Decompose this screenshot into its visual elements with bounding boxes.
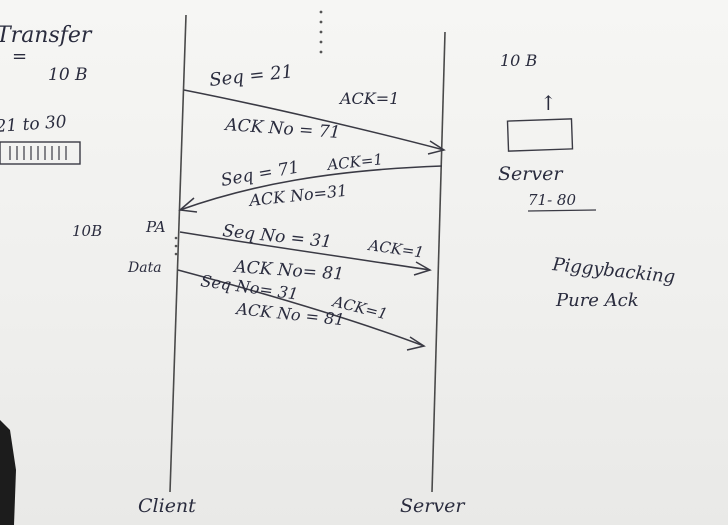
message-arrow-3 bbox=[179, 231, 431, 271]
presenter-shadow bbox=[0, 420, 16, 525]
pa-note: PA bbox=[145, 218, 166, 236]
server-timeline bbox=[431, 31, 446, 493]
server-range: 71- 80 bbox=[528, 191, 576, 209]
client-dots bbox=[174, 236, 178, 256]
pure-ack-note: Pure Ack bbox=[555, 290, 639, 311]
server-buffer-box bbox=[506, 118, 574, 152]
transfer-size: 10 B bbox=[48, 65, 88, 85]
msg2-ack-no: ACK No=31 bbox=[246, 181, 348, 210]
client-label: Client bbox=[138, 495, 196, 517]
message-arrow-2 bbox=[179, 165, 443, 211]
client-range: 21 to 30 bbox=[0, 112, 67, 137]
arrowhead-4 bbox=[406, 336, 426, 351]
continuation-dots bbox=[319, 10, 323, 54]
client-10b-note: 10B bbox=[72, 222, 102, 240]
msg1-seq: Seq = 21 bbox=[208, 61, 294, 91]
server-range-underline bbox=[527, 209, 597, 212]
server-note: Server bbox=[498, 163, 564, 185]
msg4-ack-no: ACK No = 81 bbox=[234, 299, 346, 329]
client-timeline bbox=[169, 14, 187, 493]
msg1-ack: ACK=1 bbox=[338, 89, 399, 108]
message-arrow-4 bbox=[177, 269, 425, 347]
msg1-ack-no: ACK No = 71 bbox=[223, 115, 341, 143]
server-size: 10 B bbox=[500, 51, 537, 70]
msg3-ack: ACK=1 bbox=[365, 236, 425, 262]
message-arrow-1 bbox=[183, 89, 445, 151]
server-label: Server bbox=[400, 495, 466, 517]
client-buffer-box bbox=[0, 141, 81, 165]
transfer-note: Transfer bbox=[0, 23, 93, 48]
transfer-equals: = bbox=[12, 46, 27, 67]
server-up-arrow: ↑ bbox=[540, 91, 557, 115]
arrowhead-1 bbox=[427, 140, 446, 155]
arrowhead-3 bbox=[413, 261, 432, 276]
arrowhead-2 bbox=[178, 197, 198, 213]
msg2-ack: ACK=1 bbox=[325, 150, 384, 174]
data-note: Data bbox=[127, 260, 162, 276]
piggybacking-note: Piggybacking bbox=[550, 254, 676, 288]
